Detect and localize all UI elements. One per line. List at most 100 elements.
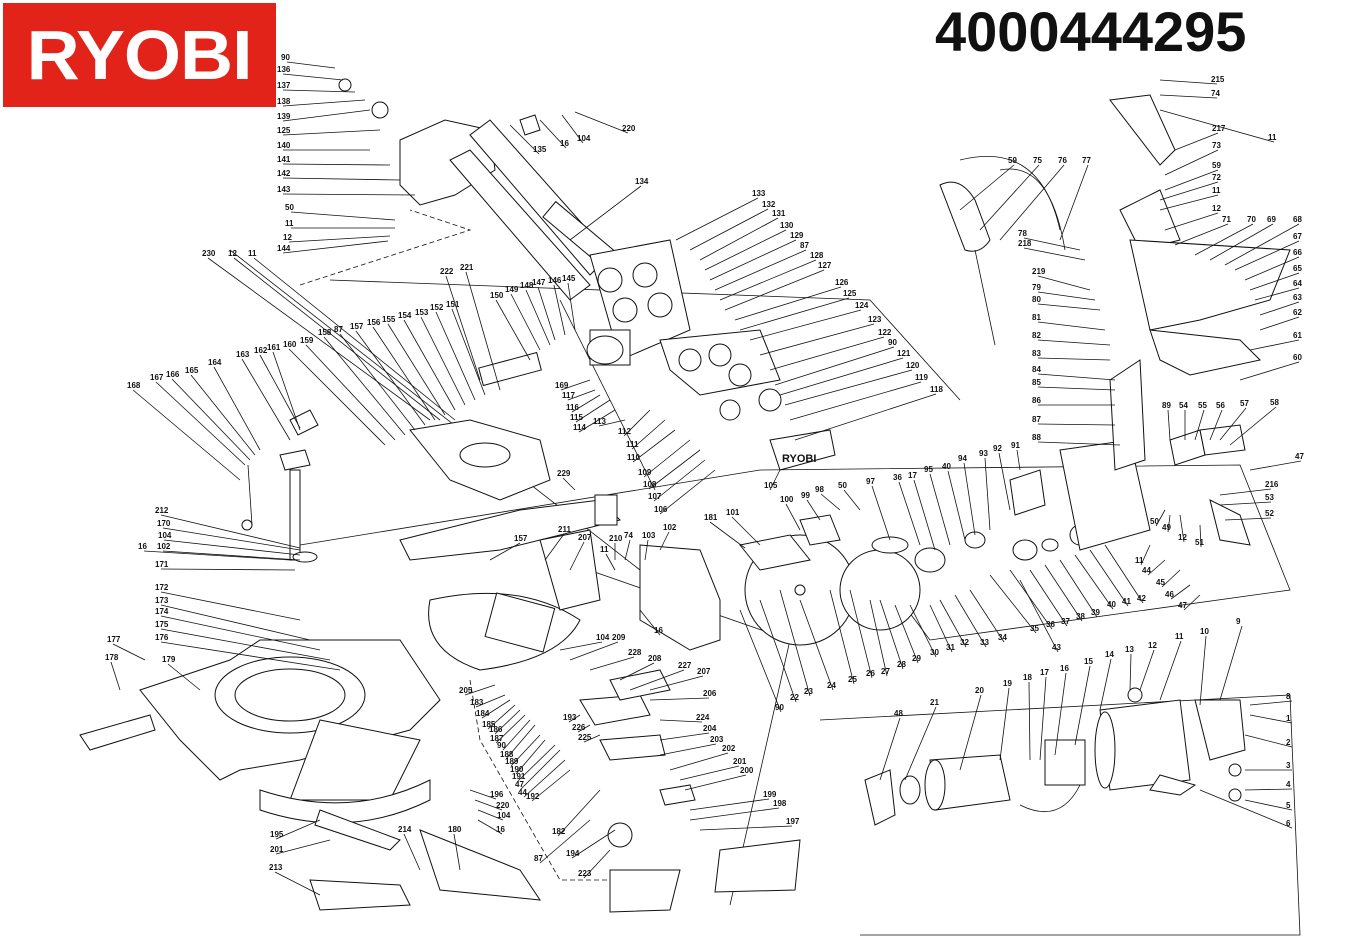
callout-199: 199: [689, 790, 777, 811]
leader-line: [1174, 132, 1219, 151]
callout-label: 156: [367, 318, 381, 327]
callout-label: 79: [1032, 283, 1041, 292]
callout-label: 1: [1286, 714, 1291, 723]
callout-label: 154: [398, 311, 412, 320]
leader-line: [323, 336, 406, 436]
callout-label: 12: [1148, 641, 1157, 650]
callout-label: 63: [1293, 293, 1302, 302]
callout-205: 205: [459, 684, 496, 696]
callout-label: 214: [398, 825, 412, 834]
ryobi-logo: RYOBI: [3, 3, 276, 107]
callout-label: 29: [912, 654, 921, 663]
callout-188: 188: [500, 724, 536, 760]
callout-202: 202: [669, 744, 736, 771]
callout-label: 104: [497, 811, 511, 820]
leader-line: [1028, 681, 1031, 761]
callout-92: 92: [993, 444, 1011, 511]
callout-50: 50: [838, 481, 861, 511]
callout-label: 144: [277, 244, 291, 253]
callout-label: 90: [497, 741, 506, 750]
leader-line: [1219, 407, 1247, 441]
leader-line: [1140, 544, 1151, 566]
leader-line: [453, 833, 461, 871]
leader-line: [1249, 700, 1293, 706]
callout-label: 12: [228, 249, 237, 258]
leader-line: [1159, 109, 1275, 143]
leader-line: [1259, 316, 1300, 331]
callout-label: 164: [208, 358, 222, 367]
callout-label: 84: [1032, 365, 1041, 374]
callout-21: 21: [904, 698, 939, 781]
leader-line: [282, 177, 401, 181]
callout-label: 112: [618, 427, 631, 436]
callout-label: 16: [496, 825, 505, 834]
leader-line: [929, 604, 953, 653]
leader-line: [469, 789, 497, 800]
callout-11: 11: [248, 249, 456, 421]
callout-50: 50: [285, 203, 396, 221]
callout-label: 95: [924, 465, 933, 474]
callout-label: 196: [490, 790, 504, 799]
callout-label: 157: [350, 322, 364, 331]
callout-71: 71: [1174, 215, 1231, 246]
callout-label: 166: [166, 370, 180, 379]
callout-label: 197: [786, 817, 800, 826]
leader-line: [659, 469, 716, 515]
callout-label: 216: [1265, 480, 1279, 489]
callout-168: 168: [127, 381, 241, 481]
leader-line: [253, 257, 456, 421]
leader-line: [282, 193, 416, 196]
callout-label: 83: [1032, 349, 1041, 358]
leader-line: [282, 89, 356, 93]
callout-104: 104: [158, 531, 301, 556]
callout-80: 80: [1032, 295, 1101, 311]
callout-137: 137: [277, 81, 356, 93]
callout-165: 165: [185, 366, 256, 456]
callout-109: 109: [638, 439, 691, 478]
leader-line: [568, 714, 581, 723]
turntable-base: [79, 592, 581, 911]
leader-line: [559, 641, 603, 651]
callout-93: 93: [979, 449, 991, 531]
leader-line: [1219, 488, 1272, 496]
callout-label: 12: [1212, 204, 1221, 213]
callout-124: 124: [749, 301, 869, 341]
callout-label: 21: [930, 698, 939, 707]
leader-line: [1023, 237, 1081, 251]
callout-label: 128: [810, 251, 824, 260]
leader-line: [162, 527, 301, 551]
callout-label: 104: [596, 633, 610, 642]
callout-label: 45: [1156, 578, 1165, 587]
callout-220: 220: [474, 799, 510, 811]
leader-line: [724, 269, 825, 311]
callout-label: 65: [1293, 264, 1302, 273]
leader-line: [820, 493, 841, 511]
callout-label: 229: [557, 469, 571, 478]
callout-label: 90: [775, 703, 784, 712]
leader-line: [571, 829, 616, 859]
callout-label: 35: [1030, 624, 1039, 633]
leader-line: [110, 661, 121, 691]
callout-label: 64: [1293, 279, 1302, 288]
callout-82: 82: [1032, 331, 1111, 346]
callout-119: 119: [789, 373, 928, 421]
callout-label: 41: [1122, 597, 1131, 606]
callout-label: 53: [1265, 493, 1274, 502]
callout-115: 115: [570, 399, 611, 423]
callout-11: 11: [1159, 109, 1277, 143]
callout-196: 196: [469, 789, 504, 800]
callout-156: 156: [367, 318, 436, 421]
leader-line: [1039, 676, 1047, 761]
leader-line: [954, 594, 987, 648]
callout-label: 180: [448, 825, 462, 834]
callout-label: 74: [1211, 89, 1220, 98]
callout-label: 134: [635, 177, 649, 186]
callout-label: 124: [855, 301, 869, 310]
leader-line: [699, 825, 793, 831]
callout-10: 10: [1199, 627, 1209, 706]
leader-line: [155, 381, 246, 466]
callout-88: 88: [1032, 433, 1121, 446]
callout-label: 18: [1023, 673, 1032, 682]
callout-label: 56: [1216, 401, 1225, 410]
